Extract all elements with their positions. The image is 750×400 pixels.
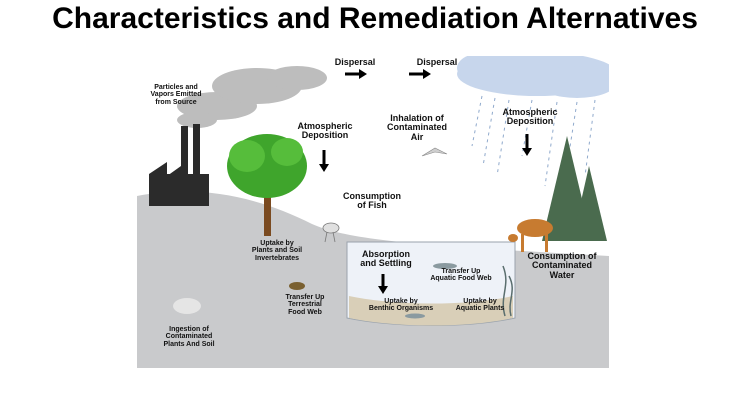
page-title: Characteristics and Remediation Alternat… xyxy=(52,2,698,35)
deciduous-tree xyxy=(227,134,307,236)
factory xyxy=(149,124,209,206)
label-uptake-aquatic-plants: Uptake by Aquatic Plants xyxy=(455,298,505,313)
soil-pile xyxy=(173,298,201,314)
label-uptake-benthic: Uptake by Benthic Organisms xyxy=(368,298,434,313)
label-uptake-plants-soil: Uptake by Plants and Soil Invertebrates xyxy=(251,240,303,262)
pine-trees xyxy=(542,136,607,241)
pond-sediment xyxy=(349,296,513,326)
rain-drops xyxy=(471,95,596,187)
label-atmospheric-deposition-1: Atmospheric Deposition xyxy=(297,121,353,141)
label-consumption-of-fish: Consumption of Fish xyxy=(343,191,401,211)
label-transfer-aquatic: Transfer Up Aquatic Food Web xyxy=(430,268,492,283)
label-consumption-water: Consumption of Contaminated Water xyxy=(527,251,597,280)
label-ingestion: Ingestion of Contaminated Plants And Soi… xyxy=(163,326,215,348)
exposure-pathway-diagram: Particles and Vapors Emitted from Source… xyxy=(137,56,609,368)
label-dispersal-2: Dispersal xyxy=(416,57,458,67)
scene-illustration xyxy=(137,56,609,368)
flying-bird xyxy=(421,147,448,157)
label-particles: Particles and Vapors Emitted from Source xyxy=(150,84,202,106)
ground-bird xyxy=(289,282,305,290)
label-inhalation: Inhalation of Contaminated Air xyxy=(386,113,447,142)
label-transfer-terrestrial: Transfer Up Terrestrial Food Web xyxy=(285,294,325,316)
arrows xyxy=(319,69,532,294)
label-dispersal-1: Dispersal xyxy=(334,57,376,67)
heron xyxy=(322,222,340,243)
label-atmospheric-deposition-2: Atmospheric Deposition xyxy=(502,107,558,127)
aquatic-plants xyxy=(502,265,513,317)
fish xyxy=(405,263,457,319)
deer xyxy=(508,219,553,252)
rain-cloud xyxy=(457,56,609,98)
smoke-plume xyxy=(177,66,327,128)
label-absorption-settling: Absorption and Settling xyxy=(360,249,412,269)
